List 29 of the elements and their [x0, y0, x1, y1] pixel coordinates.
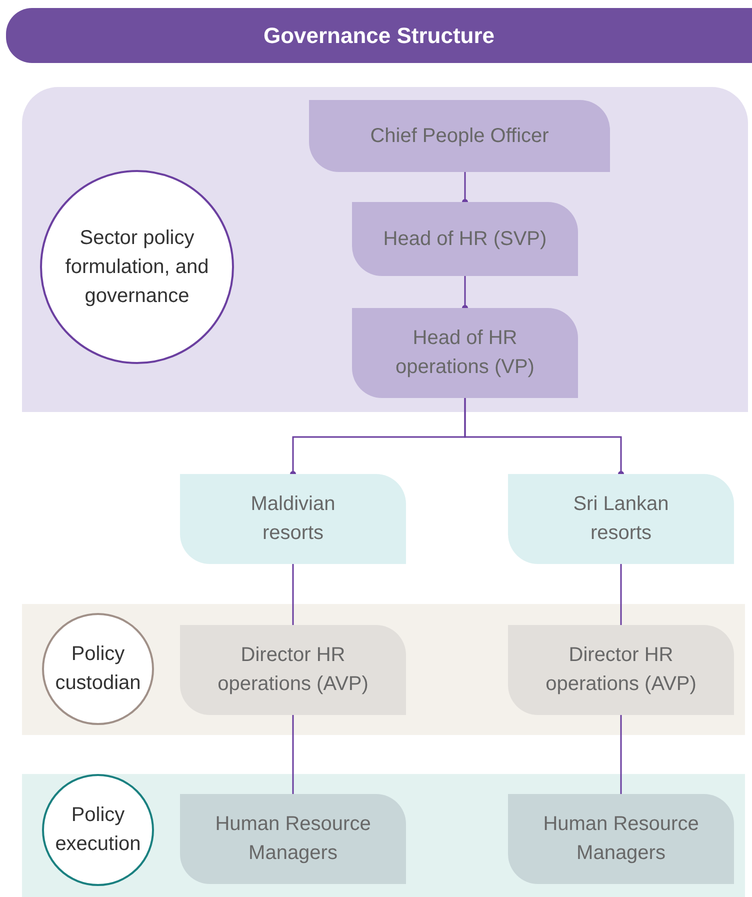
node-text: Director HR operations (AVP) — [216, 643, 370, 697]
role-box — [180, 794, 406, 884]
connector-line — [464, 398, 624, 477]
role-box — [508, 794, 734, 884]
connector-line — [292, 715, 294, 794]
role-box — [352, 202, 578, 276]
connector-line — [462, 276, 468, 311]
node-text: Head of HR operations (VP) — [394, 326, 536, 380]
node-text: Policy execution — [54, 803, 142, 857]
node-text: Sri Lankan resorts — [572, 492, 670, 546]
role-box — [352, 308, 578, 398]
title-banner: Governance Structure — [6, 8, 752, 63]
node-text: Chief People Officer — [370, 124, 549, 148]
role-box — [508, 474, 734, 564]
connector-line — [620, 564, 622, 625]
connector-line — [462, 172, 468, 205]
role-box — [180, 625, 406, 715]
node-text: Sector policy formulation, and governance — [64, 226, 210, 308]
node-text: Maldivian resorts — [250, 492, 336, 546]
connector-line — [620, 715, 622, 794]
node-text: Policy custodian — [54, 642, 142, 696]
node-text: Human Resource Managers — [214, 812, 372, 866]
role-box — [508, 625, 734, 715]
connector-line — [292, 564, 294, 625]
node-text: Head of HR (SVP) — [383, 226, 547, 252]
role-box — [180, 474, 406, 564]
node-text: Director HR operations (AVP) — [544, 643, 698, 697]
node-text: Human Resource Managers — [542, 812, 700, 866]
role-box — [309, 100, 610, 172]
